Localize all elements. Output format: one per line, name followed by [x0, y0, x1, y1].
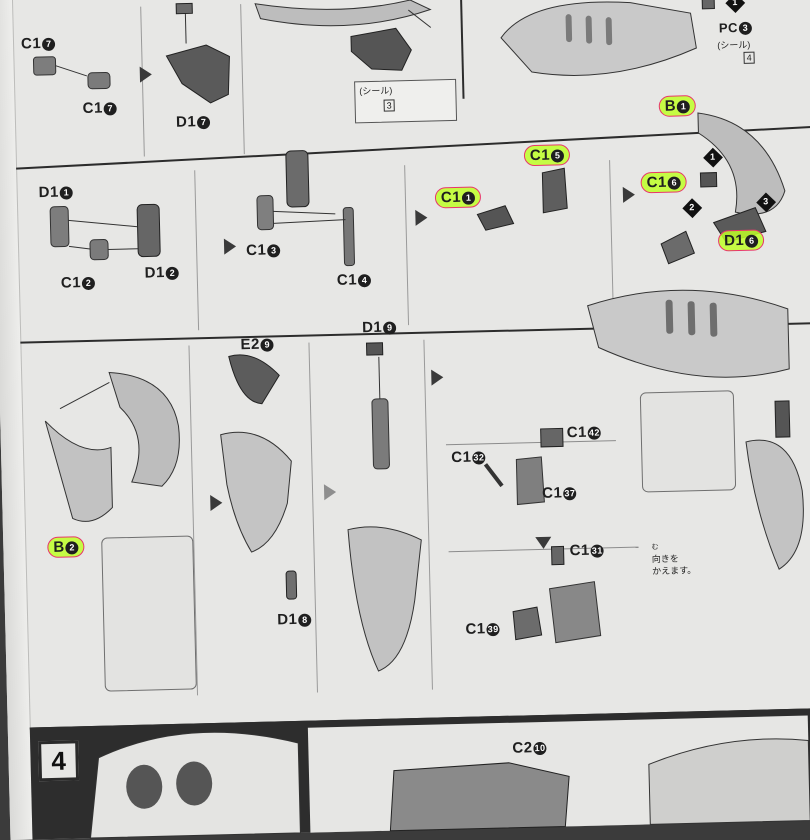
step-number-badge: 4 [38, 740, 80, 782]
row3-parts-art [44, 289, 804, 672]
row1-parts-art [32, 0, 715, 104]
